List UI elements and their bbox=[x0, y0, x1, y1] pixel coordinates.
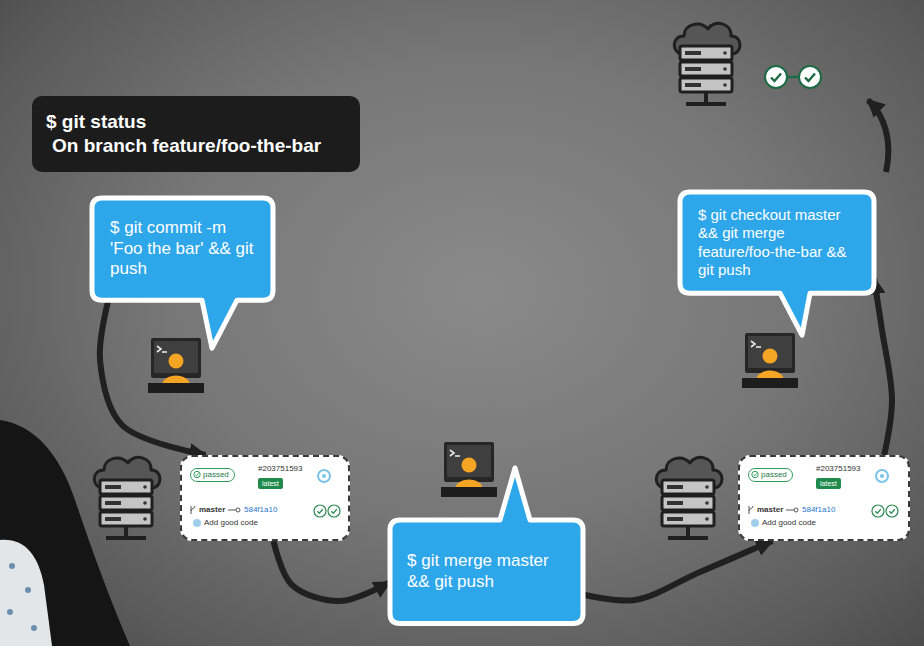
command-text: $ git status bbox=[46, 110, 342, 134]
terminal-box: $ git statusOn branch feature/foo-the-ba… bbox=[32, 96, 360, 172]
flow-arrow bbox=[100, 300, 206, 455]
cloud-server-icon bbox=[674, 23, 740, 104]
badge-text: latest bbox=[262, 479, 279, 488]
pipeline-card: #203751593 master 584f1a10Add good code pas… bbox=[180, 455, 350, 541]
flow-arrow bbox=[274, 541, 391, 601]
commit-message: Add good code bbox=[204, 518, 258, 528]
branch-name: master bbox=[199, 505, 225, 515]
speech-bubble: $ git checkout master && git merge featu… bbox=[680, 192, 874, 293]
presenter-figure bbox=[0, 420, 130, 646]
deploy-arrow bbox=[868, 100, 888, 172]
speech-bubble: $ git commit -m 'Foo the bar' && git pus… bbox=[92, 198, 273, 300]
check-icons bbox=[765, 66, 821, 88]
commit-hash: 584f1a10 bbox=[802, 505, 835, 515]
pipeline-card: #203751593 master 584f1a10Add good code pas… bbox=[738, 455, 910, 541]
cloud-server-icon bbox=[94, 457, 160, 538]
badge-text: passed bbox=[761, 470, 787, 480]
flow-arrow bbox=[874, 278, 892, 455]
speech-bubble: $ git merge master && git push bbox=[390, 520, 583, 623]
latest-badge: latest bbox=[258, 478, 283, 489]
command-text: $ git commit -m 'Foo the bar' && git pus… bbox=[110, 218, 255, 280]
command-text: $ git merge master && git push bbox=[407, 551, 567, 592]
speech-bubble-shape bbox=[92, 198, 273, 348]
status-badge: passed bbox=[190, 468, 235, 482]
cloud-server-icon bbox=[656, 457, 722, 538]
latest-badge: latest bbox=[816, 478, 841, 489]
status-badge: passed bbox=[748, 468, 793, 482]
developer-icon bbox=[742, 333, 798, 388]
pipeline-id: #203751593 bbox=[258, 464, 303, 474]
badge-text: passed bbox=[203, 470, 229, 480]
commit-message: Add good code bbox=[762, 518, 816, 528]
command-text: $ git checkout master && git merge featu… bbox=[698, 206, 856, 279]
speech-bubble-shape bbox=[390, 468, 583, 623]
flow-arrow bbox=[583, 541, 772, 601]
developer-icon bbox=[148, 338, 204, 393]
commit-hash: 584f1a10 bbox=[244, 505, 277, 515]
badge-text: latest bbox=[820, 479, 837, 488]
pipeline-id: #203751593 bbox=[816, 464, 861, 474]
developer-icon bbox=[441, 442, 497, 497]
branch-name: master bbox=[757, 505, 783, 515]
output-text: On branch feature/foo-the-bar bbox=[52, 134, 342, 158]
speech-bubble-shape bbox=[680, 192, 874, 335]
